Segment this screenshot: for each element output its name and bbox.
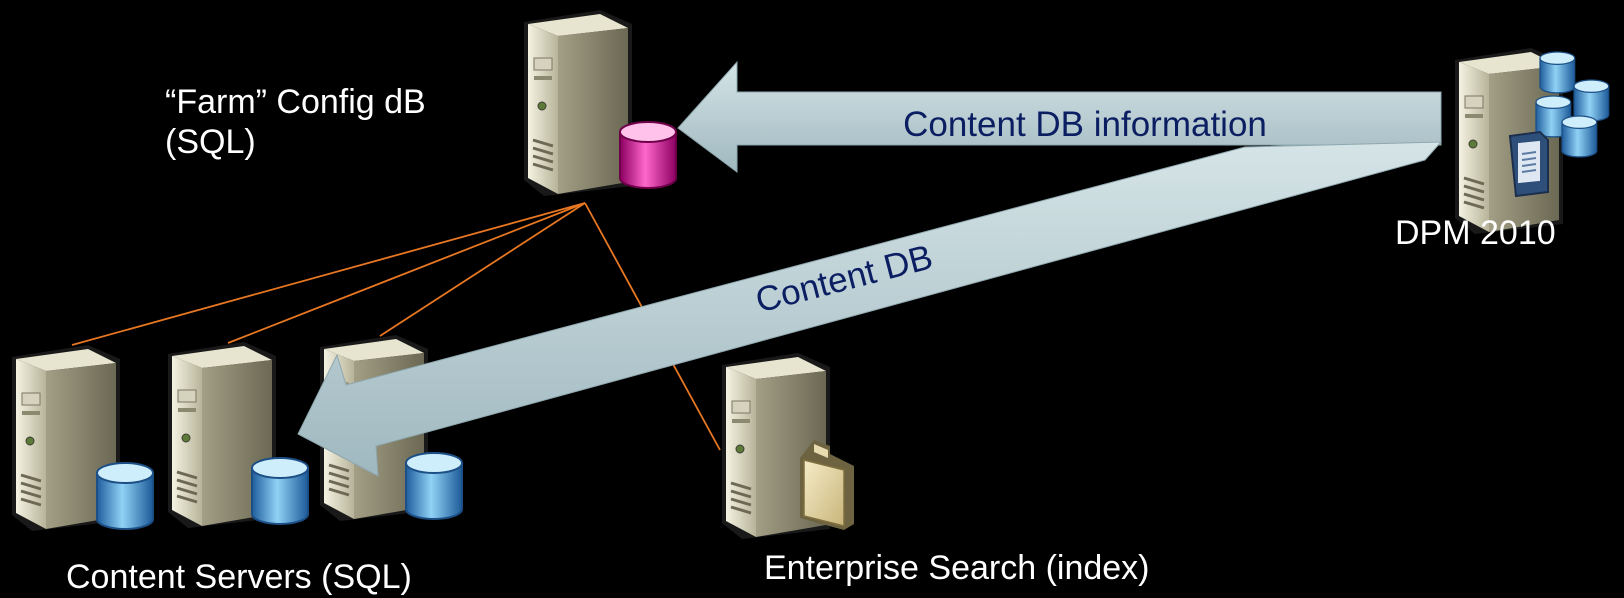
content-servers-label: Content Servers (SQL) [66,558,412,596]
document-icon [1508,130,1549,198]
folder-icon [800,440,854,530]
link-line [71,202,586,346]
link-lines [71,202,721,451]
database-icon [1573,79,1610,122]
database-icon [96,462,154,530]
link-line [379,202,586,337]
database-icon [251,457,309,525]
enterprise-search-label: Enterprise Search (index) [764,549,1150,587]
database-icon [1539,51,1576,94]
farm-config-label-line1: “Farm” Config dB [165,83,426,121]
farm-config-label: “Farm” Config dB (SQL) [165,82,426,162]
farm-config-label-line2: (SQL) [165,123,256,161]
dpm-label: DPM 2010 [1395,214,1556,252]
database-icon [619,121,677,189]
arrow-label-content-db-information: Content DB information [903,105,1267,144]
database-icon [1561,115,1598,158]
arrow-content-db: Content DB [297,141,1443,477]
arrow-content-db-information: Content DB information [677,60,1442,173]
database-icon [405,452,463,520]
farm-config-server [522,8,634,198]
link-line [227,202,586,344]
